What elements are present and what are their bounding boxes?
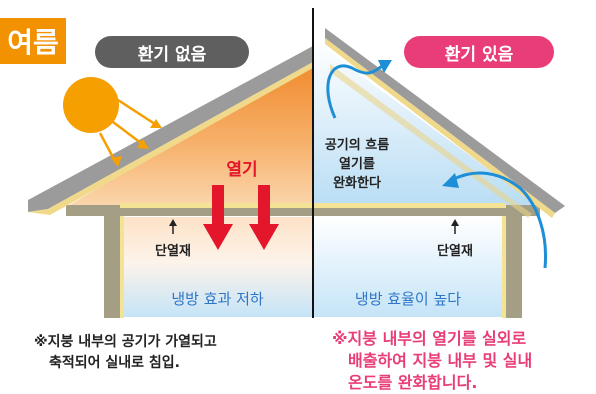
right-footnote-line2: 배출하여 지붕 내부 및 실내 [348, 351, 533, 370]
sun-ray-arrowhead-2 [137, 139, 149, 149]
left-footnote-line1: ※지붕 내부의 공기가 가열되고 [34, 334, 217, 350]
insulation-label-left: 단열재 [155, 244, 191, 259]
insulation-label-right: 단열재 [437, 244, 473, 259]
roof-left [28, 46, 313, 212]
airflow-arrow-top [326, 64, 383, 119]
airflow-note-line3: 완화한다 [333, 176, 381, 191]
airflow-note: 공기의 흐름 열기를 완화한다 [300, 136, 414, 193]
right-footnote-line1: ※지붕 내부의 열기를 실외로 [332, 329, 527, 348]
ventilation-title: 환기 있음 [404, 36, 554, 68]
insulation-pointer-left-head [169, 219, 177, 226]
ceiling-beam [66, 205, 540, 216]
season-tag: 여름 [0, 18, 66, 64]
cooling-text-left: 냉방 효과 저하 [171, 290, 264, 308]
insulation-right [313, 203, 506, 208]
right-wall [506, 208, 522, 318]
right-footnote: ※지붕 내부의 열기를 실외로 배출하여 지붕 내부 및 실내 온도를 완화합니… [332, 328, 532, 394]
sun-ray-arrowhead-3 [111, 156, 122, 167]
cooling-text-right: 냉방 효율이 높다 [354, 290, 462, 308]
wall-left-trim [120, 216, 124, 318]
no-ventilation-title: 환기 없음 [95, 36, 249, 68]
attic-vented-area [313, 40, 540, 207]
heat-label: 열기 [226, 160, 258, 180]
heat-arrow-right [249, 185, 279, 250]
roof-right-inner [330, 64, 532, 218]
room-right [313, 217, 506, 317]
left-footnote: ※지붕 내부의 공기가 가열되고 축적되어 실내로 침입. [34, 332, 217, 374]
right-footnote-line3: 온도를 완화합니다. [348, 373, 478, 392]
sun-ray-arrowhead-1 [150, 119, 162, 128]
left-wall [104, 208, 120, 318]
airflow-arrow-bottom-head [442, 173, 459, 188]
airflow-arrow-bottom [451, 171, 548, 269]
airflow-note-line2: 열기를 [339, 157, 375, 172]
sun-icon [63, 77, 119, 133]
roof-right-outer [325, 28, 565, 213]
airflow-note-line1: 공기의 흐름 [324, 138, 390, 153]
wall-right-trim [502, 216, 506, 318]
roof-right-edge [325, 38, 555, 218]
left-footnote-line2: 축적되어 실내로 침입. [49, 355, 180, 371]
insulation-pointer-right-head [451, 219, 459, 226]
heat-arrow-left [203, 185, 233, 250]
airflow-arrow-top-head [378, 60, 392, 73]
